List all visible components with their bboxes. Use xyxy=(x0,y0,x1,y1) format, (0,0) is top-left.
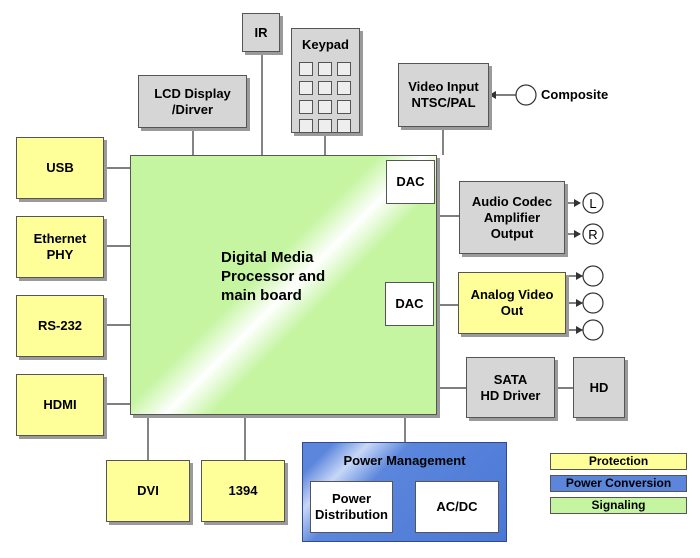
dac-block-video[interactable]: DAC xyxy=(385,282,434,326)
ieee1394-block[interactable]: 1394 xyxy=(201,460,285,522)
sata-block[interactable]: SATA HD Driver xyxy=(466,357,555,418)
keypad-key xyxy=(299,62,313,76)
analog-video-label: Analog Video Out xyxy=(470,287,554,318)
keypad-label: Keypad xyxy=(302,37,349,52)
ethernet-block[interactable]: Ethernet PHY xyxy=(16,216,104,278)
video-out-port-1 xyxy=(582,265,604,287)
ir-label: IR xyxy=(254,24,268,40)
sata-label: SATA HD Driver xyxy=(480,371,541,403)
power-management-title: Power Management xyxy=(343,453,466,468)
acdc-label: AC/DC xyxy=(436,499,478,514)
power-distribution-label: Power Distribution xyxy=(315,491,388,522)
rs232-label: RS-232 xyxy=(37,318,83,333)
dac-label: DAC xyxy=(396,174,425,189)
keypad-key xyxy=(318,62,332,76)
legend-protection: Protection xyxy=(550,453,687,470)
hdmi-label: HDMI xyxy=(43,397,77,412)
keypad-key xyxy=(337,81,351,95)
ir-block[interactable]: IR xyxy=(242,13,280,52)
audio-port-l-circle xyxy=(582,192,604,214)
ethernet-label: Ethernet PHY xyxy=(33,231,87,262)
composite-port-circle xyxy=(515,84,537,106)
keypad-key xyxy=(318,100,332,114)
audio-codec-label: Audio Codec Amplifier Output xyxy=(471,193,553,241)
dvi-label: DVI xyxy=(137,483,159,498)
legend-signaling-label: Signaling xyxy=(591,498,646,512)
hd-label: HD xyxy=(589,379,609,395)
keypad-key xyxy=(318,81,332,95)
rs232-block[interactable]: RS-232 xyxy=(16,295,104,357)
legend-protection-label: Protection xyxy=(588,454,649,468)
lcd-display-block[interactable]: LCD Display /Dirver xyxy=(138,75,247,128)
keypad-key xyxy=(337,62,351,76)
lcd-display-label: LCD Display /Dirver xyxy=(154,85,231,117)
video-out-port-3 xyxy=(582,319,604,341)
legend-power-conversion-label: Power Conversion xyxy=(565,476,672,490)
keypad-key xyxy=(337,119,351,133)
legend-power-conversion: Power Conversion xyxy=(550,475,687,492)
keypad-buttons xyxy=(299,62,351,133)
main-board-label: Digital Media Processor and main board xyxy=(221,249,326,304)
keypad-key xyxy=(318,119,332,133)
audio-port-l-label: L xyxy=(589,196,596,211)
composite-label: Composite xyxy=(541,87,609,102)
dac-block-audio[interactable]: DAC xyxy=(386,160,435,204)
dac-label: DAC xyxy=(395,296,424,311)
power-management-block[interactable]: Power Management Power Distribution AC/D… xyxy=(302,442,507,542)
dvi-block[interactable]: DVI xyxy=(106,460,190,522)
acdc-block[interactable]: AC/DC xyxy=(415,481,499,533)
keypad-key xyxy=(299,100,313,114)
keypad-key xyxy=(299,119,313,133)
keypad-key xyxy=(337,100,351,114)
keypad-key xyxy=(299,81,313,95)
hdmi-block[interactable]: HDMI xyxy=(16,374,104,436)
audio-port-r-circle xyxy=(582,223,604,245)
keypad-block[interactable]: Keypad xyxy=(291,28,360,133)
ieee1394-label: 1394 xyxy=(228,483,258,498)
audio-codec-block[interactable]: Audio Codec Amplifier Output xyxy=(459,181,565,254)
video-input-block[interactable]: Video Input NTSC/PAL xyxy=(398,63,489,127)
video-out-port-2 xyxy=(582,292,604,314)
usb-block[interactable]: USB xyxy=(16,137,104,199)
power-distribution-block[interactable]: Power Distribution xyxy=(310,481,393,533)
video-input-label: Video Input NTSC/PAL xyxy=(408,79,479,110)
analog-video-block[interactable]: Analog Video Out xyxy=(458,272,566,334)
legend-signaling: Signaling xyxy=(550,497,687,514)
audio-port-r-label: R xyxy=(588,227,597,242)
usb-label: USB xyxy=(46,160,74,175)
hd-block[interactable]: HD xyxy=(573,357,625,418)
